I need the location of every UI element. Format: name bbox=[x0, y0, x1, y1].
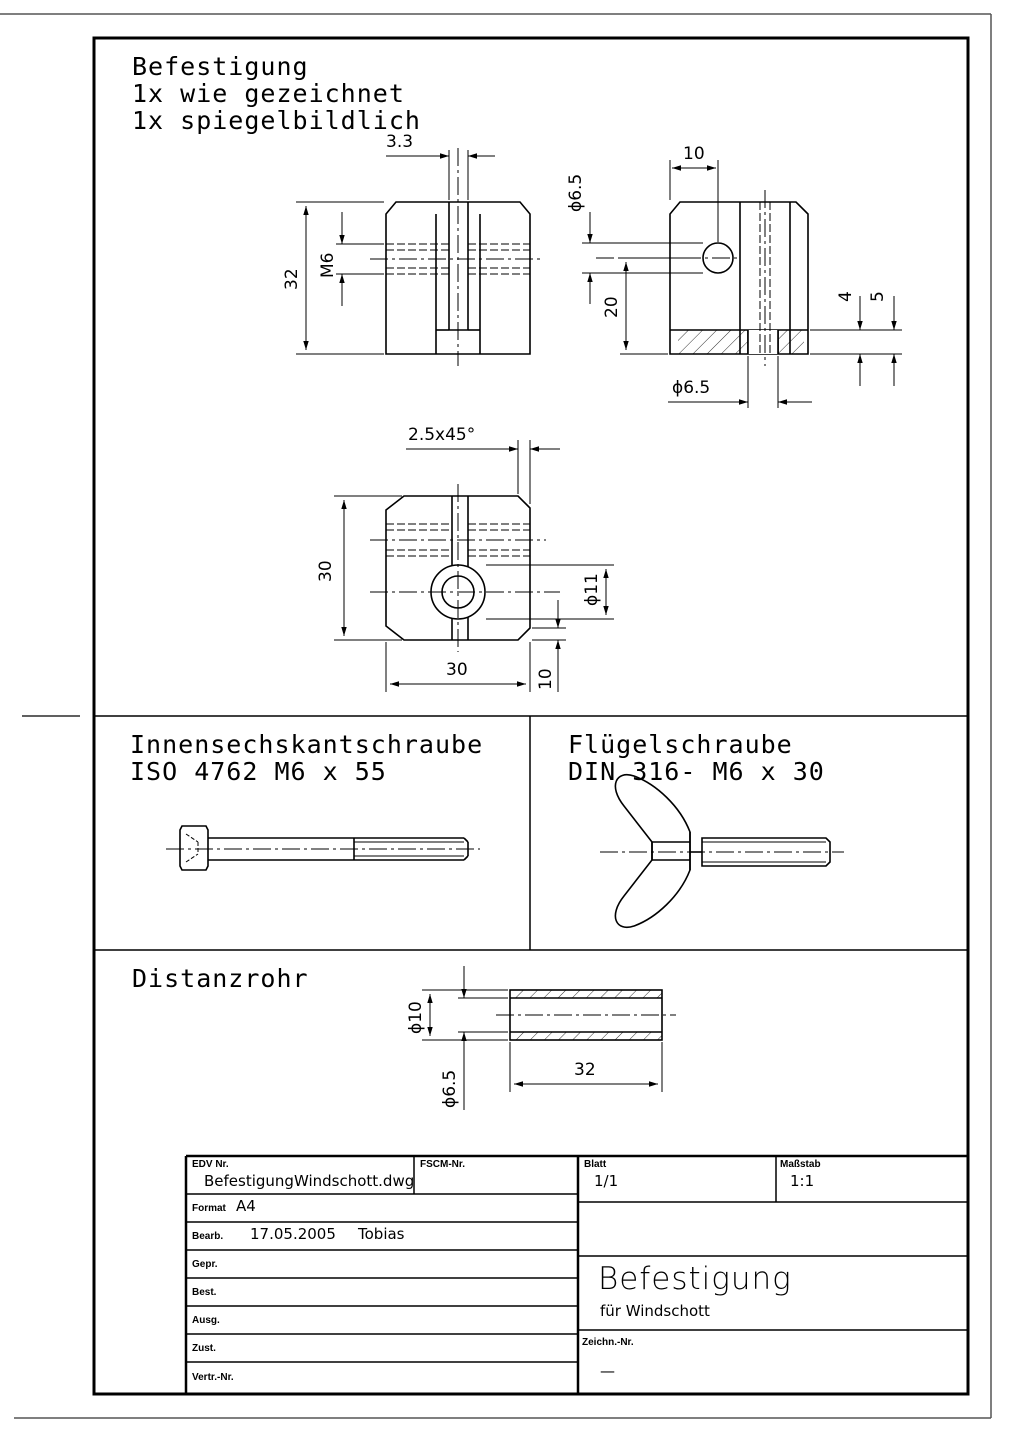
tb-scale-label: Maßstab bbox=[780, 1159, 821, 1170]
tb-state-label: Zust. bbox=[192, 1343, 216, 1354]
dim-bottom-offset: 10 bbox=[536, 668, 556, 690]
socket-head-screw-drawing bbox=[166, 825, 480, 871]
tb-drawing-number-label: Zeichn.-Nr. bbox=[582, 1337, 634, 1348]
tb-approved-label: Best. bbox=[192, 1287, 217, 1298]
tb-sheet-label: Blatt bbox=[584, 1159, 607, 1170]
dim-tube-outer: ϕ10 bbox=[406, 1001, 426, 1034]
tb-drawn-date: 17.05.2005 bbox=[250, 1225, 336, 1243]
tb-drawing-number-value: — bbox=[600, 1362, 615, 1380]
tb-format-value: A4 bbox=[236, 1197, 256, 1215]
dim-four: 4 bbox=[836, 291, 856, 302]
tb-format-label: Format bbox=[192, 1203, 226, 1214]
spacer-tube-title: Distanzrohr bbox=[132, 964, 309, 993]
spacer-tube-drawing bbox=[496, 989, 676, 1041]
tb-issue-label: Ausg. bbox=[192, 1315, 220, 1326]
wing-screw-drawing bbox=[600, 773, 844, 929]
befestigung-side-view bbox=[596, 190, 809, 366]
befestigung-qty-mirrored: 1x spiegelbildlich bbox=[132, 106, 421, 135]
dim-width-top: 30 bbox=[446, 660, 468, 680]
dim-tube-length: 32 bbox=[574, 1060, 596, 1080]
befestigung-front-view bbox=[370, 148, 544, 366]
dim-chamfer: 2.5x45° bbox=[408, 425, 476, 445]
side-view-dimensions bbox=[582, 160, 902, 408]
wing-screw-spec: DIN 316- M6 x 30 bbox=[568, 757, 825, 786]
dim-counterbore: ϕ11 bbox=[582, 573, 602, 606]
front-view-dimensions bbox=[296, 150, 495, 355]
tb-drawing-title: Befestigung bbox=[598, 1261, 792, 1297]
tb-edv-label: EDV Nr. bbox=[192, 1159, 229, 1170]
tb-drawn-label: Bearb. bbox=[192, 1231, 224, 1242]
tb-edv-value: BefestigungWindschott.dwg bbox=[204, 1172, 415, 1190]
title-block-lines bbox=[184, 1154, 968, 1394]
dim-cross-hole: ϕ6.5 bbox=[566, 173, 586, 212]
befestigung-top-view bbox=[370, 484, 560, 652]
dim-bore: ϕ6.5 bbox=[672, 378, 711, 398]
top-view-dimensions bbox=[334, 440, 614, 692]
befestigung-qty-drawn: 1x wie gezeichnet bbox=[132, 79, 405, 108]
tb-contract-label: Vertr.-Nr. bbox=[192, 1372, 234, 1383]
dim-tube-inner: ϕ6.5 bbox=[440, 1069, 460, 1108]
befestigung-title: Befestigung bbox=[132, 52, 309, 81]
dim-hole-height: 20 bbox=[602, 296, 622, 318]
wing-screw-title: Flügelschraube bbox=[568, 730, 793, 759]
dim-height-front: 32 bbox=[282, 268, 302, 290]
dim-hole-offset: 10 bbox=[683, 144, 705, 164]
dim-slot-width: 3.3 bbox=[386, 132, 414, 152]
dim-thread: M6 bbox=[318, 252, 338, 278]
tb-drawn-name: Tobias bbox=[358, 1225, 405, 1243]
dim-depth-top: 30 bbox=[316, 560, 336, 582]
tb-scale-value: 1:1 bbox=[790, 1172, 815, 1190]
tb-fscm-label: FSCM-Nr. bbox=[420, 1159, 465, 1170]
tb-checked-label: Gepr. bbox=[192, 1259, 218, 1270]
section-dividers bbox=[94, 715, 968, 951]
tb-drawing-subtitle: für Windschott bbox=[600, 1302, 710, 1320]
dim-five: 5 bbox=[868, 291, 888, 302]
tb-sheet-value: 1/1 bbox=[594, 1172, 619, 1190]
outer-frame bbox=[0, 13, 992, 1419]
spacer-tube-dimensions bbox=[422, 966, 663, 1110]
socket-screw-title: Innensechskantschraube bbox=[130, 730, 484, 759]
socket-screw-spec: ISO 4762 M6 x 55 bbox=[130, 757, 387, 786]
